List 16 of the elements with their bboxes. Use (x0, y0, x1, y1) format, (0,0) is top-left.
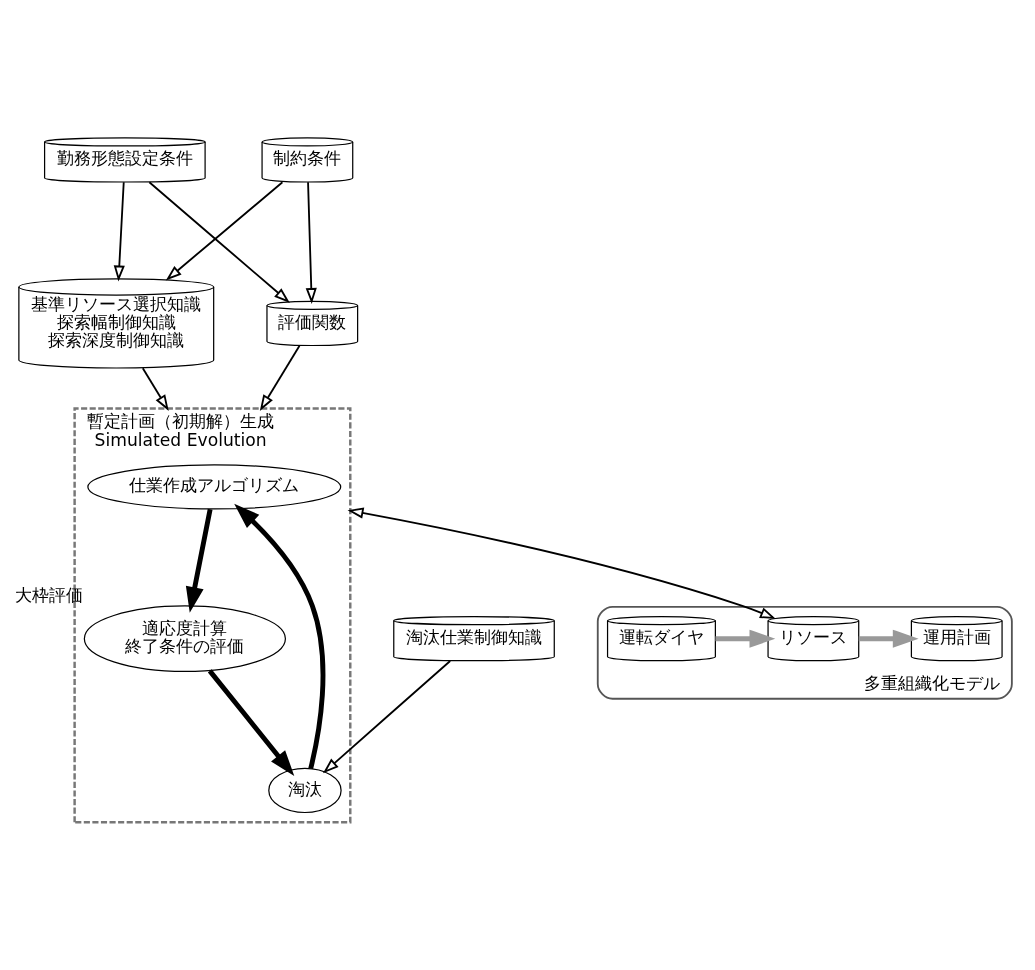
arrow (322, 660, 452, 774)
arrow (305, 181, 317, 304)
arrow (165, 181, 284, 281)
arrow (207, 669, 295, 776)
arrow (141, 367, 169, 411)
arrow (259, 344, 301, 411)
arrow (113, 181, 125, 282)
node-ellipse: 適応度計算 終了条件の評価 (83, 605, 287, 673)
arrow (347, 507, 776, 619)
node-ellipse: 淘汰 (268, 767, 342, 814)
arrow (715, 629, 776, 648)
arrow (148, 181, 290, 303)
node-ellipse: 仕業作成アルゴリズム (87, 464, 342, 510)
arrow (858, 629, 919, 648)
arrow (185, 508, 213, 613)
arrow (234, 503, 326, 770)
